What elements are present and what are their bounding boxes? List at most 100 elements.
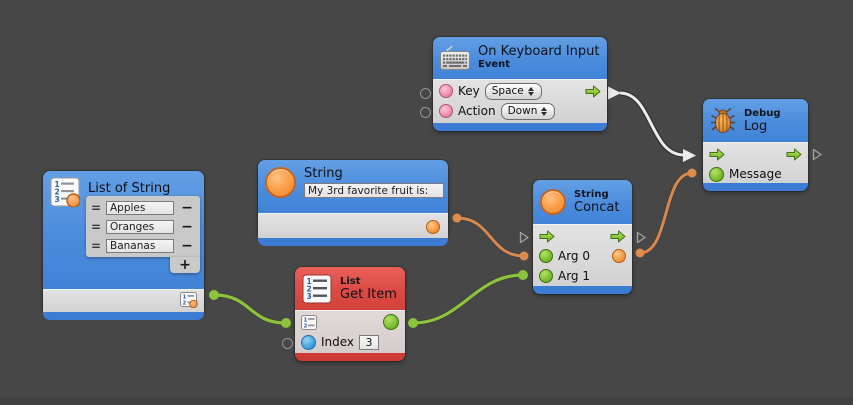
port-row-flow bbox=[703, 144, 808, 164]
message-port[interactable] bbox=[709, 166, 724, 182]
key-unconnected-port[interactable] bbox=[420, 88, 431, 99]
bug-icon bbox=[710, 107, 736, 134]
index-port[interactable] bbox=[301, 334, 316, 350]
message-label: Message bbox=[729, 167, 782, 181]
arg1-label: Arg 1 bbox=[558, 269, 590, 283]
node-list-of-string[interactable]: 1 2 3 List of String = Apples − = Orange… bbox=[43, 171, 204, 320]
port-row-action: Action Down bbox=[433, 101, 607, 121]
flow-out-port[interactable] bbox=[786, 148, 802, 161]
node-debug-log[interactable]: Debug Log Message bbox=[703, 99, 822, 191]
wire-value-string-to-concat-arg0 bbox=[452, 213, 529, 261]
popup-arrows-icon bbox=[541, 106, 548, 116]
node-title: List of String bbox=[88, 181, 171, 196]
port-row-flow bbox=[533, 226, 632, 246]
arg0-port[interactable] bbox=[539, 249, 553, 263]
index-value-input[interactable]: 3 bbox=[359, 334, 380, 350]
node-title: Concat bbox=[574, 200, 620, 215]
remove-item-button[interactable]: − bbox=[181, 237, 193, 254]
arg0-label: Arg 0 bbox=[558, 249, 590, 263]
string-circle-icon bbox=[265, 167, 296, 198]
flow-in-unconnected-indicator[interactable] bbox=[519, 231, 529, 244]
flow-out-port[interactable] bbox=[610, 230, 626, 243]
wire-value-list-to-getitem bbox=[209, 290, 291, 328]
remove-item-button[interactable]: − bbox=[181, 199, 193, 216]
wire-endpoint[interactable] bbox=[518, 270, 528, 280]
flow-in-port[interactable] bbox=[709, 148, 725, 161]
wire-endpoint[interactable] bbox=[408, 318, 418, 328]
wire-value-getitem-to-concat-arg1 bbox=[408, 270, 528, 328]
node-subtitle: Event bbox=[478, 59, 511, 70]
action-dropdown[interactable]: Down bbox=[500, 102, 556, 120]
svg-text:1: 1 bbox=[55, 180, 60, 189]
wire-arrowhead bbox=[683, 149, 696, 162]
action-port[interactable] bbox=[439, 104, 453, 118]
svg-text:1: 1 bbox=[304, 317, 308, 323]
svg-text:2: 2 bbox=[55, 188, 60, 197]
flow-out-port[interactable] bbox=[585, 85, 601, 98]
list-card-icon: 1 2 3 bbox=[50, 177, 80, 207]
wire-endpoint[interactable] bbox=[519, 251, 529, 261]
svg-text:1: 1 bbox=[307, 277, 312, 286]
wire-endpoint[interactable] bbox=[635, 248, 645, 258]
action-label: Action bbox=[458, 104, 496, 118]
svg-text:3: 3 bbox=[55, 195, 60, 204]
node-get-item[interactable]: 1 2 3 List Get Item 1 2 bbox=[282, 267, 405, 361]
drag-handle-icon[interactable]: = bbox=[90, 219, 102, 234]
list-item-row: = Oranges − bbox=[89, 217, 197, 236]
wire-arrowhead bbox=[608, 86, 621, 100]
list-card-icon: 1 2 3 bbox=[302, 274, 332, 304]
key-dropdown[interactable]: Space bbox=[484, 82, 542, 100]
action-dropdown-value: Down bbox=[507, 105, 538, 117]
node-subtitle: String bbox=[574, 189, 609, 200]
list-small-icon[interactable]: 1 2 bbox=[301, 314, 317, 330]
list-item-input[interactable]: Bananas bbox=[106, 238, 174, 253]
wire-endpoint[interactable] bbox=[687, 168, 697, 178]
string-output-port[interactable] bbox=[426, 220, 440, 234]
port-row-index: Index 3 bbox=[295, 332, 405, 352]
node-title: Get Item bbox=[340, 286, 397, 302]
node-title: Log bbox=[744, 118, 768, 134]
arg1-port[interactable] bbox=[539, 269, 553, 283]
list-editor-panel: = Apples − = Oranges − = Bananas − bbox=[86, 196, 200, 257]
node-subtitle: List bbox=[340, 275, 361, 287]
index-label: Index bbox=[321, 335, 355, 349]
list-small-icon: 1 2 bbox=[180, 292, 198, 308]
svg-text:2: 2 bbox=[183, 301, 187, 307]
svg-text:2: 2 bbox=[304, 323, 308, 329]
wire-endpoint[interactable] bbox=[281, 318, 291, 328]
list-item-row: = Apples − bbox=[89, 198, 197, 217]
keyboard-icon bbox=[440, 45, 470, 71]
wire-endpoint[interactable] bbox=[209, 290, 219, 300]
index-unconnected-port[interactable] bbox=[282, 338, 293, 349]
port-row-list-in: 1 2 bbox=[295, 312, 405, 332]
result-output-port[interactable] bbox=[612, 249, 626, 263]
node-concat[interactable]: String Concat Arg 0 A bbox=[519, 180, 646, 294]
port-row-key: Key Space bbox=[433, 81, 607, 101]
add-item-button[interactable]: + bbox=[170, 257, 200, 273]
drag-handle-icon[interactable]: = bbox=[90, 238, 102, 253]
list-item-input[interactable]: Apples bbox=[106, 200, 174, 215]
node-on-keyboard-input[interactable]: On Keyboard Input Event Key Space Action bbox=[420, 37, 607, 131]
remove-item-button[interactable]: − bbox=[181, 218, 193, 235]
node-title: String bbox=[304, 166, 343, 181]
key-port[interactable] bbox=[439, 84, 453, 98]
wire-endpoint[interactable] bbox=[452, 213, 462, 223]
list-item-input[interactable]: Oranges bbox=[106, 219, 174, 234]
node-title: On Keyboard Input bbox=[478, 44, 600, 59]
flow-out-unconnected-indicator[interactable] bbox=[636, 231, 646, 244]
key-label: Key bbox=[458, 84, 480, 98]
node-string-literal[interactable]: String My 3rd favorite fruit is: bbox=[258, 160, 448, 246]
drag-handle-icon[interactable]: = bbox=[90, 200, 102, 215]
flow-in-port[interactable] bbox=[539, 230, 555, 243]
list-item-row: = Bananas − bbox=[89, 236, 197, 255]
port-row-arg0: Arg 0 bbox=[533, 246, 632, 266]
item-output-port[interactable] bbox=[383, 314, 399, 330]
string-circle-icon bbox=[540, 189, 566, 215]
wire-control-keyboard-to-log bbox=[608, 86, 696, 162]
flow-out-unconnected-indicator[interactable] bbox=[812, 148, 822, 161]
action-unconnected-port[interactable] bbox=[420, 107, 431, 118]
string-value-input[interactable]: My 3rd favorite fruit is: bbox=[304, 183, 444, 198]
svg-text:3: 3 bbox=[307, 292, 312, 301]
